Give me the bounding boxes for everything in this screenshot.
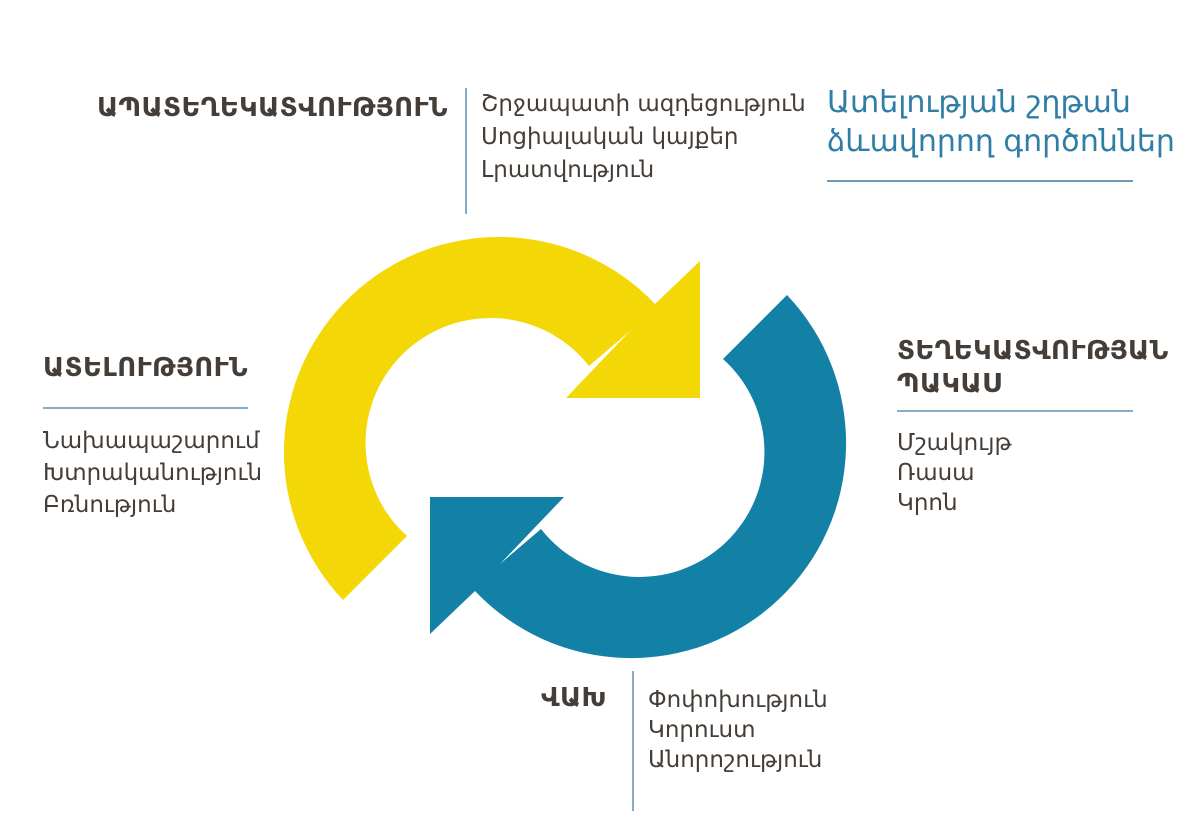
heading-hatred: ԱՏԵԼՈՒԹՅՈՒՆ <box>43 353 248 383</box>
fear-factors-list: Փոփոխություն Կորուստ Անորոշություն <box>648 685 828 775</box>
page-title-line-2: ձևավորող գործոններ <box>827 124 1175 159</box>
heading-lack-of-information: ՏԵՂԵԿԱՏՎՈՒԹՅԱՆ ՊԱԿԱՍ <box>897 335 1169 401</box>
disinformation-factors-list: Շրջապատի ազդեցություն Սոցիալական կայքեր … <box>481 88 806 187</box>
list-item: Լրատվություն <box>481 157 655 183</box>
heading-lack-line-2: ՊԱԿԱՍ <box>897 369 1002 399</box>
separator-line-disinformation <box>465 88 467 214</box>
list-item: Բռնություն <box>43 492 177 518</box>
list-item: Շրջապատի ազդեցություն <box>481 91 806 117</box>
page-title-line-1: Ատելության շղթան <box>827 85 1131 120</box>
heading-fear: ՎԱԽ <box>541 683 607 713</box>
list-item: Անորոշություն <box>648 747 823 773</box>
lack-of-information-factors-list: Մշակույթ Ռասա Կրոն <box>897 428 1011 518</box>
heading-disinformation: ԱՊԱՏԵՂԵԿԱՏՎՈՒԹՅՈՒՆ <box>97 93 448 123</box>
cycle-arrow-blue-icon <box>430 295 847 659</box>
list-item: Խտրականություն <box>43 460 263 486</box>
page-title: Ատելության շղթան ձևավորող գործոններ <box>827 83 1175 161</box>
heading-lack-line-1: ՏԵՂԵԿԱՏՎՈՒԹՅԱՆ <box>897 336 1169 366</box>
cycle-arrow-yellow-icon <box>283 236 700 600</box>
hatred-factors-list: Նախապաշարում Խտրականություն Բռնություն <box>43 425 262 521</box>
title-underline <box>827 180 1133 182</box>
list-item: Փոփոխություն <box>648 687 828 713</box>
list-item: Ռասա <box>897 460 975 486</box>
list-item: Սոցիալական կայքեր <box>481 124 739 150</box>
list-item: Նախապաշարում <box>43 428 260 454</box>
list-item: Կորուստ <box>648 717 756 743</box>
list-item: Մշակույթ <box>897 430 1012 456</box>
separator-line-fear <box>632 671 634 811</box>
separator-line-lack-of-information <box>897 410 1133 412</box>
list-item: Կրոն <box>897 490 958 516</box>
separator-line-hatred <box>43 407 248 409</box>
